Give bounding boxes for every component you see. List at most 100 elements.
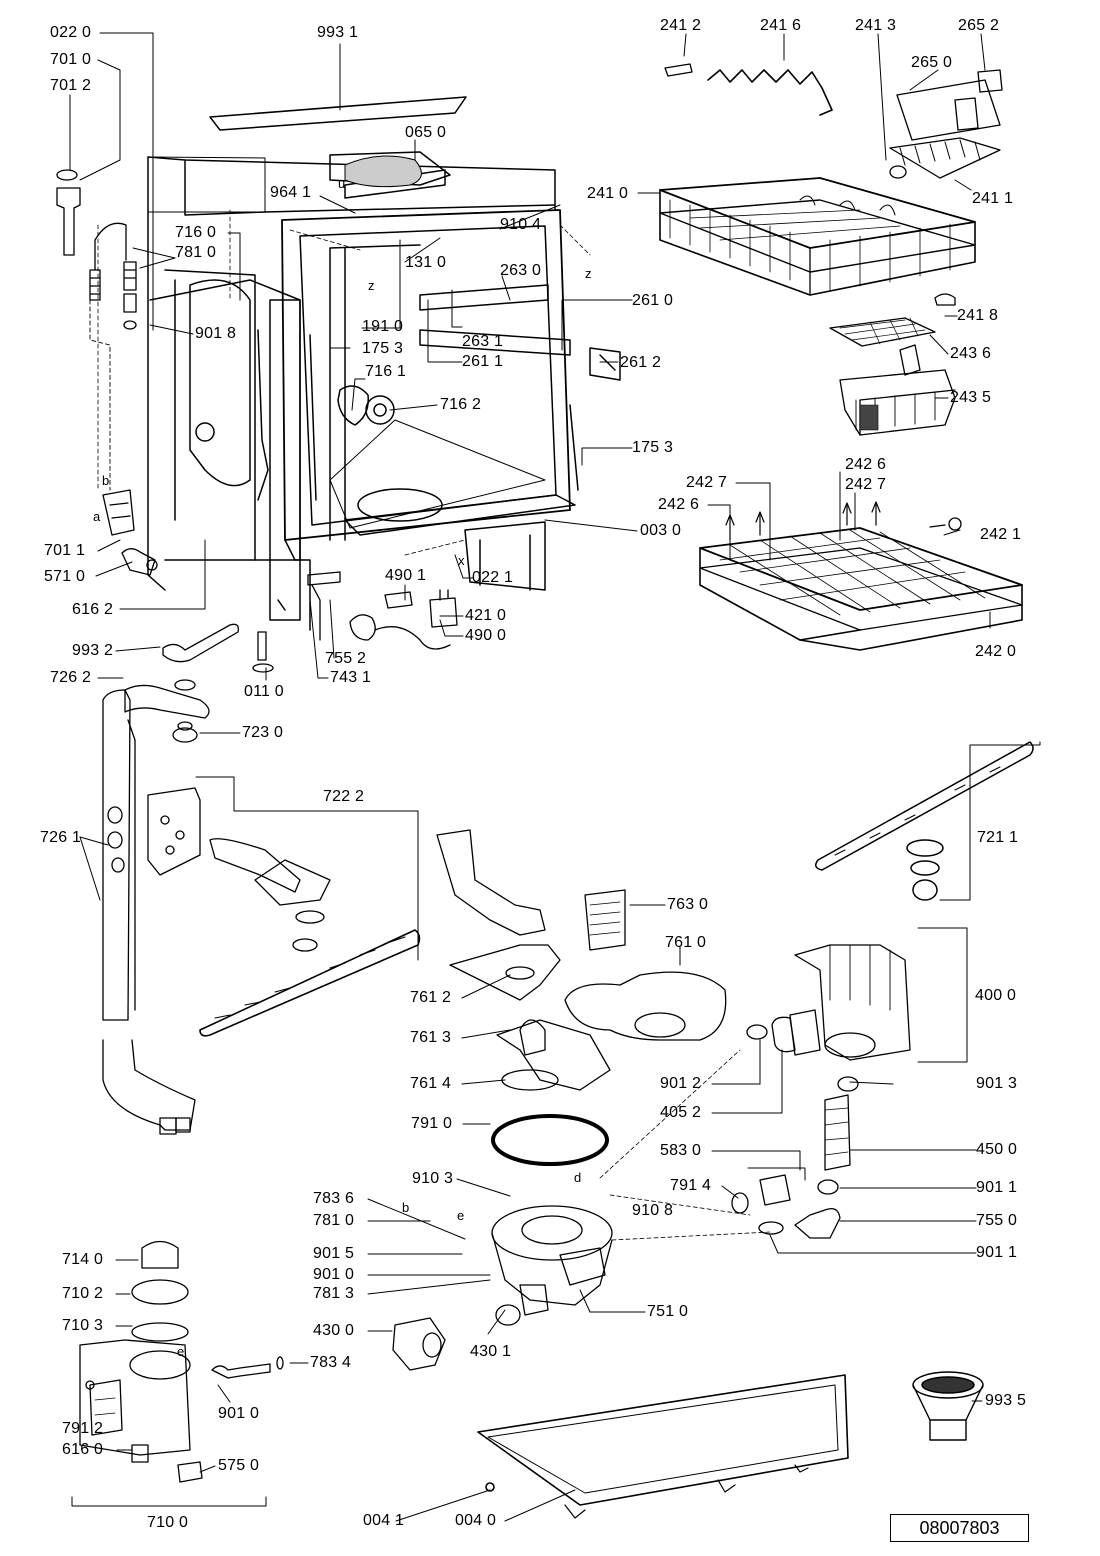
tub-bottom-parts	[162, 571, 458, 673]
brackets	[71, 741, 1041, 1507]
funnel	[912, 1371, 984, 1441]
callout-2426b: 242 6	[658, 496, 700, 513]
marker-e: e	[177, 1344, 184, 1359]
lower-rack	[699, 501, 1023, 651]
marker-b: b	[102, 473, 109, 488]
callout-7161: 716 1	[365, 363, 407, 380]
callout-9018: 901 8	[195, 325, 237, 342]
callout-1310: 131 0	[405, 254, 447, 271]
callout-5830: 583 0	[660, 1142, 702, 1159]
marker-z: z	[368, 278, 375, 293]
callout-4052: 405 2	[660, 1104, 702, 1121]
callout-7813: 781 3	[313, 1285, 355, 1302]
water-softener	[79, 1240, 284, 1483]
callout-7612: 761 2	[410, 989, 452, 1006]
callout-7552: 755 2	[325, 650, 367, 667]
callout-7010: 701 0	[50, 51, 92, 68]
callout-5750: 575 0	[218, 1457, 260, 1474]
marker-b: b	[402, 1200, 409, 1215]
callout-0221: 022 1	[472, 569, 514, 586]
callout-4210: 421 0	[465, 607, 507, 624]
callout-9015: 901 5	[313, 1245, 355, 1262]
callout-0041: 004 1	[363, 1512, 405, 1529]
callout-4300: 430 0	[313, 1322, 355, 1339]
callout-9012: 901 2	[660, 1075, 702, 1092]
callout-2426a: 242 6	[845, 456, 887, 473]
callout-0040: 004 0	[455, 1512, 497, 1529]
callout-9932: 993 2	[72, 642, 114, 659]
callout-9931: 993 1	[317, 24, 359, 41]
marker-u: u	[338, 176, 345, 191]
callout-2410: 241 0	[587, 185, 629, 202]
callout-2631: 263 1	[462, 333, 504, 350]
marker-a: a	[93, 509, 101, 524]
callout-7162: 716 2	[440, 396, 482, 413]
marker-e: e	[457, 1208, 464, 1223]
callout-2416: 241 6	[760, 17, 802, 34]
callout-2652: 265 2	[958, 17, 1000, 34]
lower-spray-arm-assembly	[102, 679, 421, 1135]
callout-7431: 743 1	[330, 669, 372, 686]
callout-7261: 726 1	[40, 829, 82, 846]
callout-7103: 710 3	[62, 1317, 104, 1334]
callout-7100: 710 0	[147, 1514, 189, 1531]
callout-1753a: 175 3	[362, 340, 404, 357]
callout-2420: 242 0	[975, 643, 1017, 660]
document-number: 08007803	[890, 1514, 1029, 1542]
callout-9011a: 901 1	[976, 1179, 1018, 1196]
callout-7834: 783 4	[310, 1354, 352, 1371]
callout-7613: 761 3	[410, 1029, 452, 1046]
callout-9013: 901 3	[976, 1075, 1018, 1092]
callout-9104: 910 4	[500, 216, 542, 233]
callout-7012: 701 2	[50, 77, 92, 94]
callout-1910: 191 0	[362, 318, 404, 335]
drain-pump-part	[392, 1317, 446, 1371]
callout-4900: 490 0	[465, 627, 507, 644]
callout-0110: 011 0	[244, 683, 284, 700]
callout-4000: 400 0	[975, 987, 1017, 1004]
callout-2411: 241 1	[972, 190, 1014, 207]
callout-9010a: 901 0	[313, 1266, 355, 1283]
callout-0030: 003 0	[640, 522, 682, 539]
callout-9108: 910 8	[632, 1202, 674, 1219]
callout-2427b: 242 7	[845, 476, 887, 493]
callout-2435: 243 5	[950, 389, 992, 406]
callout-9011b: 901 1	[976, 1244, 1018, 1261]
callout-7550: 755 0	[976, 1212, 1018, 1229]
callout-2413: 241 3	[855, 17, 897, 34]
callout-4901: 490 1	[385, 567, 427, 584]
callout-7810b: 781 0	[313, 1212, 355, 1229]
upper-spray-arm	[815, 741, 1034, 901]
callout-2412: 241 2	[660, 17, 702, 34]
pump-dashed-lines	[599, 1049, 771, 1241]
callout-9935: 993 5	[985, 1392, 1027, 1409]
callout-7140: 714 0	[62, 1251, 104, 1268]
callout-7910: 791 0	[411, 1115, 453, 1132]
callout-4301: 430 1	[470, 1343, 512, 1360]
callout-7102: 710 2	[62, 1285, 104, 1302]
callout-1753b: 175 3	[632, 439, 674, 456]
marker-d: d	[574, 1170, 581, 1185]
callout-2610: 261 0	[632, 292, 674, 309]
callout-7914: 791 4	[670, 1177, 712, 1194]
tub-dashed-lines	[97, 209, 591, 556]
callout-9641: 964 1	[270, 184, 312, 201]
marker-x: x	[458, 553, 465, 568]
callout-0220: 022 0	[50, 24, 92, 41]
callout-7610: 761 0	[665, 934, 707, 951]
left-valve-parts	[56, 169, 158, 576]
callout-7160: 716 0	[175, 224, 217, 241]
callout-5710: 571 0	[44, 568, 86, 585]
callout-9103: 910 3	[412, 1170, 454, 1187]
callout-7810: 781 0	[175, 244, 217, 261]
sump-assembly	[436, 829, 727, 1326]
marker-z: z	[585, 266, 592, 281]
callout-7262: 726 2	[50, 669, 92, 686]
callout-2650: 265 0	[911, 54, 953, 71]
leader-lines	[69, 32, 991, 1522]
pump-motor	[731, 944, 911, 1239]
callout-0650: 065 0	[405, 124, 447, 141]
base-plate	[477, 1374, 849, 1519]
